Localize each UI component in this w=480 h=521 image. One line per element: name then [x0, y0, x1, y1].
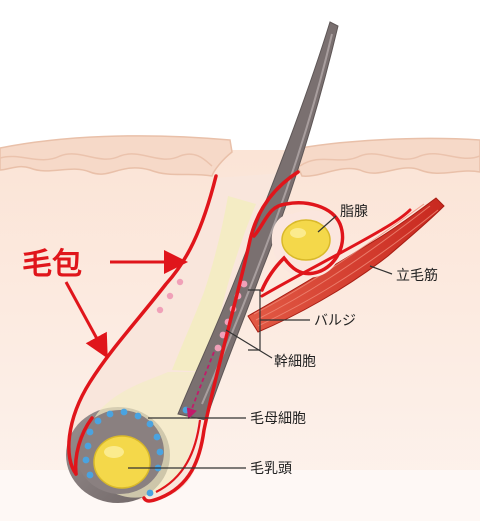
label-stem-cells: 幹細胞 — [274, 353, 316, 370]
skin-wavy-line-right — [299, 152, 480, 167]
leader-arrector — [369, 265, 393, 275]
gland-outline — [252, 201, 345, 292]
skin-wavy-line — [0, 153, 213, 167]
skin-surface-right — [288, 137, 480, 177]
dermal-papilla-highlight — [104, 446, 124, 458]
inner-root-sheath — [172, 196, 256, 372]
follicle-outline — [67, 174, 218, 476]
label-dermal-papilla: 毛乳頭 — [250, 461, 292, 477]
label-sebaceous-gland: 脂腺 — [340, 204, 368, 220]
leader-stem-cells — [225, 329, 273, 359]
follicle-outline-right — [142, 170, 300, 503]
follicle-outline-bottom — [73, 416, 94, 476]
follicle-arrow-down — [64, 281, 108, 359]
dermal-papilla — [93, 435, 151, 489]
sebaceous-gland — [281, 219, 331, 261]
label-bulge: バルジ — [314, 313, 356, 329]
follicle-inner-outline — [155, 419, 202, 493]
leader-sebaceous — [317, 215, 337, 233]
label-arrector-pili: 立毛筋 — [396, 267, 438, 284]
matrix-cells — [82, 406, 190, 497]
bottom-fade — [0, 470, 480, 521]
label-follicle: 毛包 — [22, 247, 82, 282]
label-matrix-cells: 毛母細胞 — [250, 411, 306, 427]
sebaceous-gland-highlight — [290, 228, 306, 238]
left-sheath-dots — [156, 278, 184, 314]
muscle-outline — [260, 208, 412, 298]
skin-surface-left — [0, 135, 233, 177]
